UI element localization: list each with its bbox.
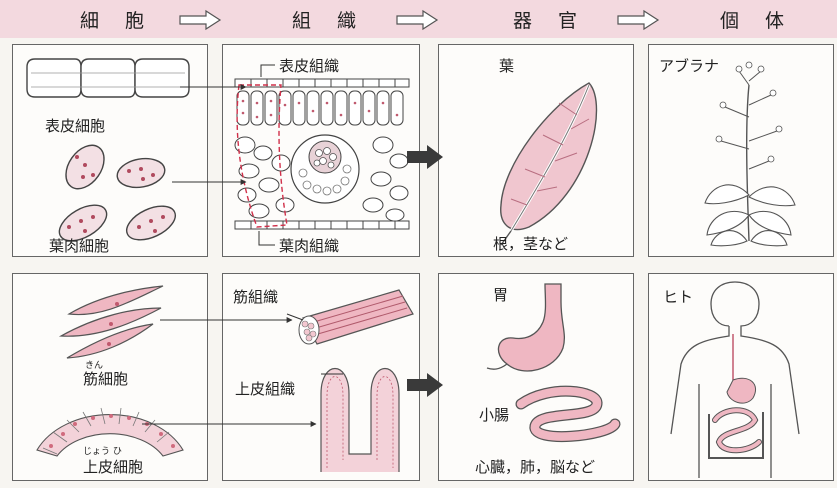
muscle-tissue-icon bbox=[299, 290, 413, 344]
animal-cell-panel: きん 筋細胞 じょう ひ 上皮細胞 bbox=[12, 273, 208, 481]
epidermal-cell-label: 表皮細胞 bbox=[45, 115, 105, 136]
plant-cell-panel: 表皮細胞 葉肉細胞 bbox=[12, 44, 208, 257]
rapeseed-label: アブラナ bbox=[659, 55, 719, 76]
plant-cells-illustration bbox=[13, 45, 209, 258]
stage-arrow-icon bbox=[395, 9, 439, 31]
muscle-tissue-label: 筋組織 bbox=[233, 286, 278, 307]
plant-individual-panel: アブラナ bbox=[648, 44, 834, 257]
rapeseed-plant-icon bbox=[649, 45, 835, 258]
small-intestine-label: 小腸 bbox=[479, 404, 509, 425]
stage-arrow-icon bbox=[616, 9, 660, 31]
tissue-to-organ-arrow-icon bbox=[405, 372, 445, 398]
plant-other-organs-label: 根，茎など bbox=[493, 233, 568, 254]
muscle-cells-icon bbox=[61, 286, 163, 358]
human-label: ヒト bbox=[663, 286, 693, 307]
stomach-label: 胃 bbox=[493, 284, 508, 305]
plant-organ-panel: 葉 根，茎など bbox=[438, 44, 634, 257]
small-intestine-icon bbox=[521, 391, 615, 436]
tissue-to-organ-arrow-icon bbox=[405, 144, 445, 170]
stage-tissue-label: 組 織 bbox=[292, 6, 366, 33]
animal-organs-illustration bbox=[439, 274, 635, 482]
mesophyll-tissue-label: 葉肉組織 bbox=[279, 235, 339, 256]
epithelial-tissue-label: 上皮組織 bbox=[235, 378, 295, 399]
leaf-label: 葉 bbox=[499, 55, 514, 76]
stage-individual-label: 個 体 bbox=[720, 6, 794, 33]
epidermal-tissue-label: 表皮組織 bbox=[279, 55, 339, 76]
stage-arrow-icon bbox=[178, 9, 222, 31]
plant-tissue-panel: 表皮組織 葉肉組織 bbox=[222, 44, 420, 257]
leaf-icon bbox=[439, 45, 635, 258]
epithelial-cell-label: 上皮細胞 bbox=[83, 456, 143, 477]
epidermal-cells-icon bbox=[27, 59, 189, 97]
muscle-cell-label: 筋細胞 bbox=[83, 368, 128, 389]
animal-tissue-panel: 筋組織 上皮組織 bbox=[222, 273, 420, 481]
stage-organ-label: 器 官 bbox=[513, 6, 587, 33]
stage-cell-label: 細 胞 bbox=[80, 6, 154, 33]
animal-other-organs-label: 心臓，肺，脳など bbox=[475, 456, 595, 477]
animal-organ-panel: 胃 小腸 心臓，肺，脳など bbox=[438, 273, 634, 481]
mesophyll-cells-icon bbox=[53, 138, 180, 248]
vascular-bundle-icon bbox=[291, 135, 359, 203]
leaf-cross-section-illustration bbox=[223, 45, 421, 258]
mesophyll-cell-label: 葉肉細胞 bbox=[49, 235, 109, 256]
animal-individual-panel: ヒト bbox=[648, 273, 834, 481]
epithelial-tissue-icon bbox=[321, 369, 399, 473]
